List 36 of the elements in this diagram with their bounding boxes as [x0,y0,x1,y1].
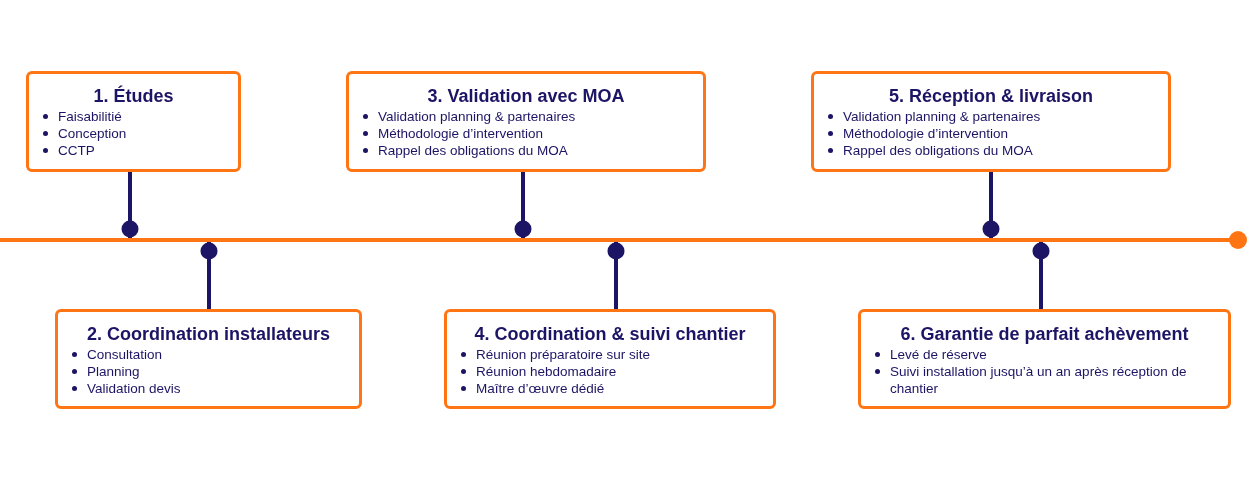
bullet-item: Validation planning & partenaires [843,108,1041,125]
connector-line [607,242,625,309]
step-card [55,309,362,409]
connector-line [1032,242,1050,309]
timeline-line [0,230,1248,250]
bullet-item: Suivi installation jusqu’à un an après réception de chantier [890,363,1188,397]
step-card [346,71,706,172]
step-card [858,309,1231,409]
bullet-item: Levé de réserve [890,346,987,363]
connector-line [514,172,532,238]
bullet-item: Méthodologie d’intervention [843,125,1009,142]
bullet-item: Rappel des obligations du MOA [843,142,1033,159]
step-title: 2. Coordination installateurs [85,323,331,346]
bullet-item: Planning [87,363,140,380]
bullet-item: CCTP [58,142,95,159]
step-title: 6. Garantie de parfait achèvement [899,323,1190,346]
step-card [26,71,241,172]
bullet-item: Rappel des obligations du MOA [378,142,568,159]
bullet-item: Consultation [87,346,163,363]
bullet-item: Méthodologie d’intervention [378,125,544,142]
connector-line [200,242,218,309]
bullet-item: Réunion hebdomadaire [476,363,617,380]
bullet-item: Validation planning & partenaires [378,108,576,125]
step-title: 5. Réception & livraison [887,85,1095,108]
connector-line [121,172,139,238]
bullet-item: Conception [58,125,127,142]
bullet-item: Validation devis [87,380,181,397]
step-card [444,309,776,409]
bullet-item: Réunion préparatoire sur site [476,346,651,363]
bullet-item: Faisabilitié [58,108,122,125]
step-card [811,71,1171,172]
step-title: 1. Études [92,84,175,108]
connector-line [982,172,1000,238]
bullet-item: Maître d’œuvre dédié [476,380,605,397]
step-title: 4. Coordination & suivi chantier [473,323,747,346]
step-title: 3. Validation avec MOA [426,85,626,108]
